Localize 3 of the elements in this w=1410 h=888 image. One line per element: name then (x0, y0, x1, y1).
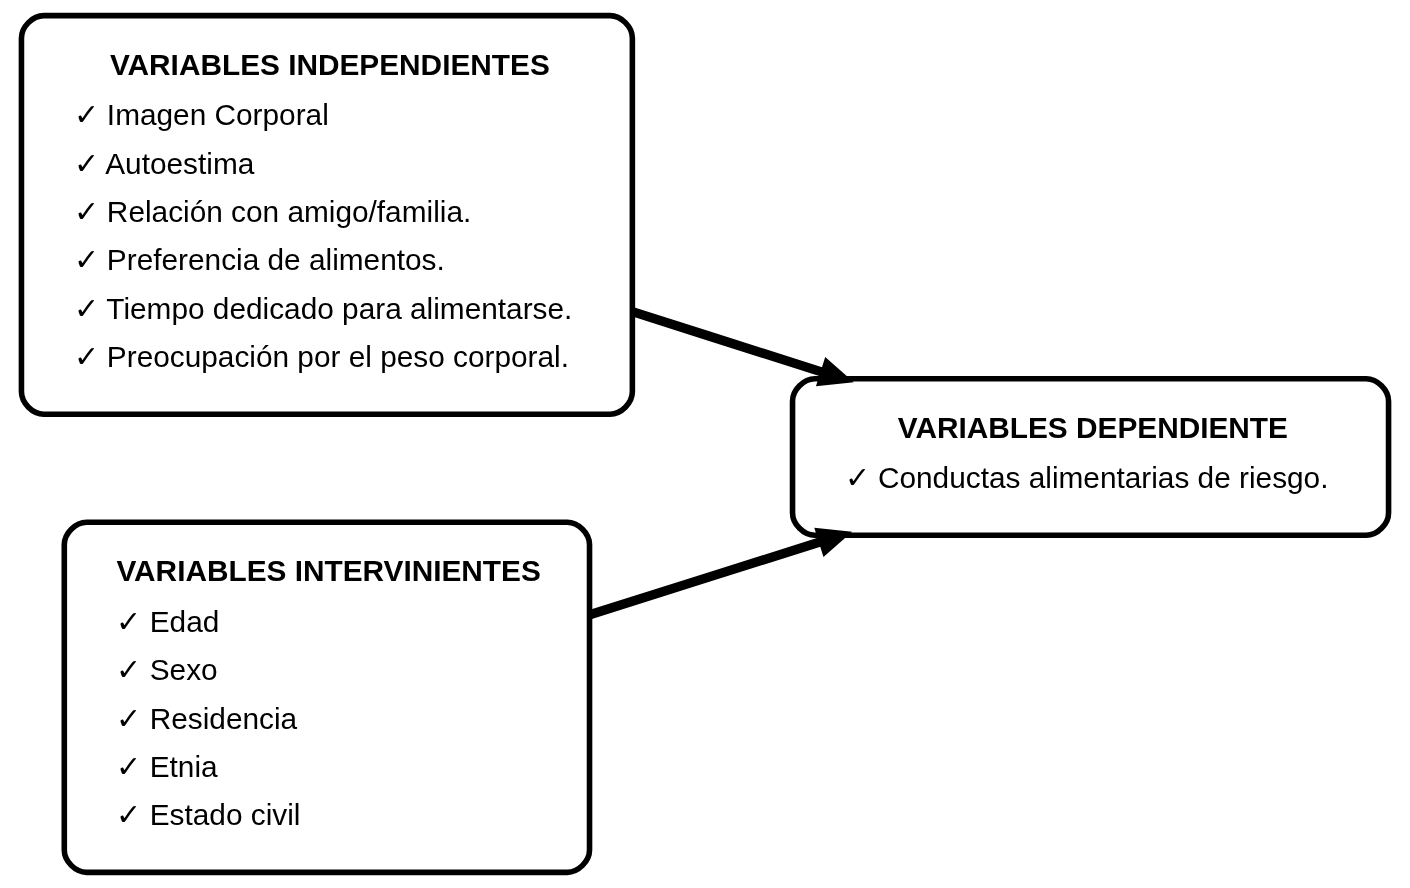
node-box: VARIABLES DEPENDIENTE ✓ Conductas alimentarias de riesgo. (789, 376, 1392, 539)
node-box: VARIABLES INTERVINIENTES ✓ Edad ✓ Sexo ✓ Residencia ✓ Etnia ✓ Estado civil (61, 519, 593, 876)
node-box: VARIABLES INDEPENDIENTES ✓ Imagen Corporal ✓ Autoestima ✓ Relación con amigo/familia. ✓ Preferencia de alimentos. ✓ Tiempo dedicado para alimentarse. ✓ Preocupación por el peso corporal. (18, 12, 636, 417)
